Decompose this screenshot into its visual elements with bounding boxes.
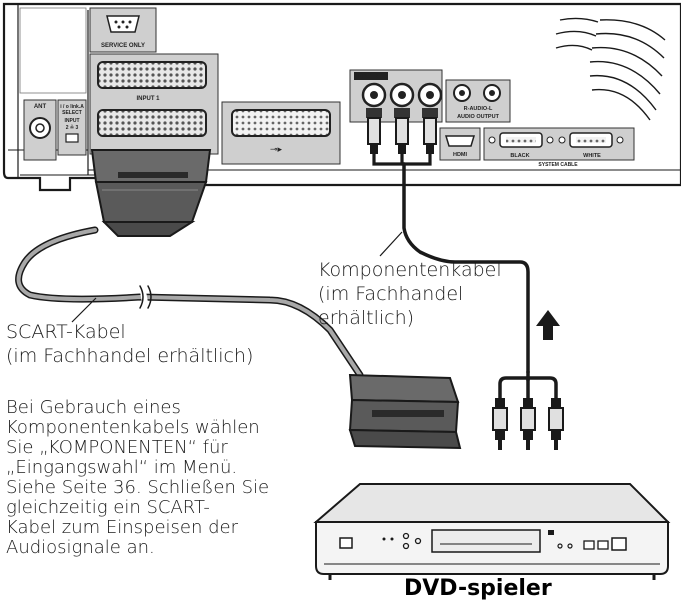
scart-cable-line-2: (im Fachhandel erhältlich): [6, 345, 254, 367]
audio-channels-label: R-AUDIO-L: [464, 106, 493, 112]
dvd-player: [313, 483, 671, 580]
select-switch: [65, 133, 79, 143]
recorder-rear-panel: SERVICE ONLY INPUT 1 ANT i / o link.A SE…: [2, 2, 681, 192]
black-label: BLACK: [510, 153, 529, 159]
note-line-4: „Eingangswahl“ im Menü.: [6, 457, 238, 478]
note-line-6: gleichzeitig ein SCART-: [6, 497, 210, 518]
component-cable: [372, 150, 558, 402]
select-label-1: i / o link.A: [60, 104, 84, 110]
component-plugs-top: [366, 108, 438, 154]
dvd-player-label: DVD-spieler: [404, 576, 552, 601]
note-line-3: Sie „KOMPONENTEN“ für: [6, 437, 228, 458]
input2-label: INPUT 2: [357, 74, 378, 80]
white-label: WHITE: [583, 153, 601, 159]
component-cable-label: Komponentenkabel (im Fachhandel erhältli…: [318, 258, 502, 330]
select-nums-label: 2 ≟ 3: [66, 124, 79, 131]
select-label-2: SELECT: [62, 110, 82, 116]
system-cable-label: SYSTEM CABLE: [538, 162, 578, 168]
scart-plug-bottom: [348, 373, 462, 450]
scart-label-leader: [71, 297, 97, 323]
hdmi-label: HDMI: [453, 152, 468, 158]
scart-plug-top: [90, 149, 212, 237]
note-line-1: Bei Gebrauch eines: [6, 397, 181, 418]
component-cable-line-1: Komponentenkabel: [318, 259, 502, 281]
component-cable-line-3: erhältlich): [318, 307, 415, 329]
scart-cable-line-1: SCART-Kabel: [6, 321, 126, 343]
service-only-label: SERVICE ONLY: [101, 43, 145, 49]
input1-label: INPUT 1: [136, 96, 160, 102]
audio-output-label: AUDIO OUTPUT: [457, 114, 500, 120]
input-small-label: INPUT: [65, 118, 80, 124]
instruction-note: Bei Gebrauch eines Komponentenkabels wäh…: [6, 398, 306, 558]
component-label-leader: [379, 231, 403, 257]
note-line-8: Audiosignale an.: [6, 537, 155, 558]
ant-label: ANT: [34, 104, 47, 110]
component-cable-line-2: (im Fachhandel: [318, 283, 464, 305]
cooling-vents: [555, 17, 666, 121]
scart-output-icon: ⊸▸: [270, 144, 283, 154]
arrow-up-icon: [536, 310, 560, 340]
note-line-2: Komponentenkabels wählen: [6, 417, 260, 438]
scart-cable-label: SCART-Kabel (im Fachhandel erhältlich): [6, 320, 253, 368]
scart-cable: [15, 226, 364, 379]
note-line-7: Kabel zum Einspeisen der: [6, 517, 238, 538]
note-line-5: Siehe Seite 36. Schließen Sie: [6, 477, 270, 498]
component-plugs-bottom: [492, 398, 564, 450]
